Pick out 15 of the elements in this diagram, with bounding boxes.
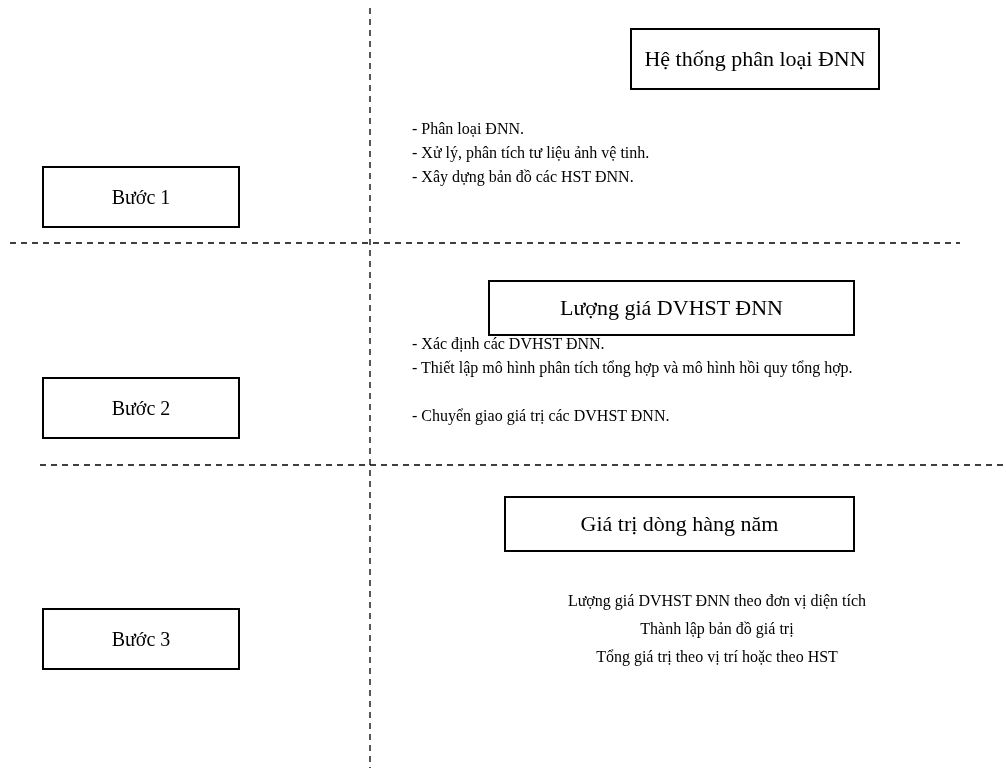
bullet-text: - Xác định các DVHST ĐNN. <box>412 334 606 354</box>
bullet-text: - Xử lý, phân tích tư liệu ảnh vệ tinh. <box>412 143 651 164</box>
bullet-text: - Chuyển giao giá trị các DVHST ĐNN. <box>412 406 671 427</box>
description-text: Thành lập bản đồ giá trị <box>639 619 795 640</box>
bullet-text: - Xây dựng bản đồ các HST ĐNN. <box>412 167 635 188</box>
bullet-text: - Phân loại ĐNN. <box>412 119 525 139</box>
step-box: Bước 2 <box>42 377 240 439</box>
description-text: Tổng giá trị theo vị trí hoặc theo HST <box>595 647 839 668</box>
bullet-text: - Thiết lập mô hình phân tích tổng hợp và mô hình hồi quy tổng hợp. <box>412 358 854 379</box>
description-text: Lượng giá DVHST ĐNN theo đơn vị diện tích <box>566 591 868 612</box>
title-box: Lượng giá DVHST ĐNN <box>488 280 855 336</box>
step-box: Bước 1 <box>42 166 240 228</box>
title-box: Giá trị dòng hàng năm <box>504 496 855 552</box>
title-box: Hệ thống phân loại ĐNN <box>630 28 880 90</box>
step-box: Bước 3 <box>42 608 240 670</box>
